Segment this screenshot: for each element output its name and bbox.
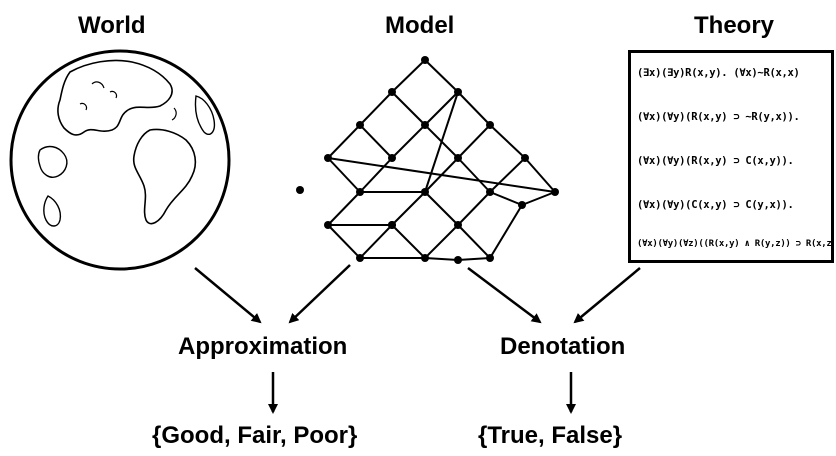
lattice-edge	[424, 91, 459, 193]
lattice-node	[356, 121, 364, 129]
lattice-edge	[457, 257, 491, 261]
lattice-node	[388, 221, 396, 229]
lattice-edge	[424, 224, 459, 259]
title-theory: Theory	[694, 12, 775, 39]
lattice-edge	[457, 124, 491, 159]
lattice-node	[551, 188, 559, 196]
lattice-edge	[489, 204, 523, 259]
lattice-edge	[457, 191, 491, 226]
formula-2: (∀x)(∀y)(R(x,y) ⊃ ~R(y,x)).	[637, 111, 800, 123]
lattice-edge	[424, 91, 459, 126]
lattice-node	[296, 186, 304, 194]
arrow-model-denot	[467, 267, 542, 324]
lattice-edge	[424, 59, 459, 93]
lattice-node	[454, 256, 462, 264]
lattice-edge	[327, 224, 361, 259]
lattice-node	[356, 254, 364, 262]
lattice-node	[518, 201, 526, 209]
theory-box: (∃x)(∃y)R(x,y). (∀x)~R(x,x) (∀x)(∀y)(R(x…	[628, 50, 834, 263]
label-denotation: Denotation	[500, 333, 626, 360]
lattice-node	[388, 154, 396, 162]
lattice-node	[324, 154, 332, 162]
lattice-node	[486, 188, 494, 196]
arrow-world-approx	[194, 267, 262, 324]
lattice-node	[486, 121, 494, 129]
lattice-edge	[391, 59, 426, 93]
lattice-edge	[457, 157, 491, 193]
label-approximation: Approximation	[178, 333, 348, 360]
lattice-node	[421, 188, 429, 196]
lattice-node	[454, 88, 462, 96]
lattice-edge	[359, 124, 393, 159]
world-globe	[9, 49, 231, 271]
lattice-edge	[424, 191, 459, 226]
lattice-edge	[359, 224, 393, 259]
lattice-edge	[327, 157, 361, 193]
result-approximation: {Good, Fair, Poor}	[152, 422, 358, 449]
title-world: World	[78, 12, 146, 39]
lattice-node	[454, 221, 462, 229]
lattice-edge	[521, 191, 556, 206]
lattice-node	[324, 221, 332, 229]
lattice-node	[421, 121, 429, 129]
lattice-node	[421, 56, 429, 64]
lattice-node	[388, 88, 396, 96]
lattice-node	[454, 154, 462, 162]
lattice-edge	[391, 124, 426, 159]
lattice-edge	[327, 191, 361, 226]
lattice-edge	[391, 224, 426, 259]
result-denotation: {True, False}	[478, 422, 623, 449]
title-model: Model	[385, 12, 455, 39]
lattice-node	[521, 154, 529, 162]
lattice-edge	[457, 91, 491, 126]
arrow-theory-denot	[573, 267, 641, 324]
formula-1: (∃x)(∃y)R(x,y). (∀x)~R(x,x)	[637, 67, 800, 79]
formula-5: (∀x)(∀y)(∀z)((R(x,y) ∧ R(y,z)) ⊃ R(x,z))	[637, 239, 834, 249]
arrow-model-approx	[288, 264, 351, 324]
lattice-node	[356, 188, 364, 196]
lattice-node	[486, 254, 494, 262]
lattice-edge	[424, 257, 459, 261]
lattice-edge	[457, 224, 491, 259]
lattice-edge	[489, 124, 526, 159]
lattice-edge	[489, 157, 526, 193]
lattice-edge	[391, 91, 426, 126]
lattice-edge	[391, 191, 426, 226]
lattice-node	[421, 254, 429, 262]
lattice-edge	[359, 157, 393, 193]
formula-3: (∀x)(∀y)(R(x,y) ⊃ C(x,y)).	[637, 155, 794, 167]
formula-4: (∀x)(∀y)(C(x,y) ⊃ C(y,x)).	[637, 199, 794, 211]
lattice-edge	[327, 157, 556, 193]
lattice-edge	[359, 91, 393, 126]
lattice-edge	[327, 124, 361, 159]
lattice-edge	[524, 157, 556, 193]
lattice-edge	[489, 191, 523, 206]
